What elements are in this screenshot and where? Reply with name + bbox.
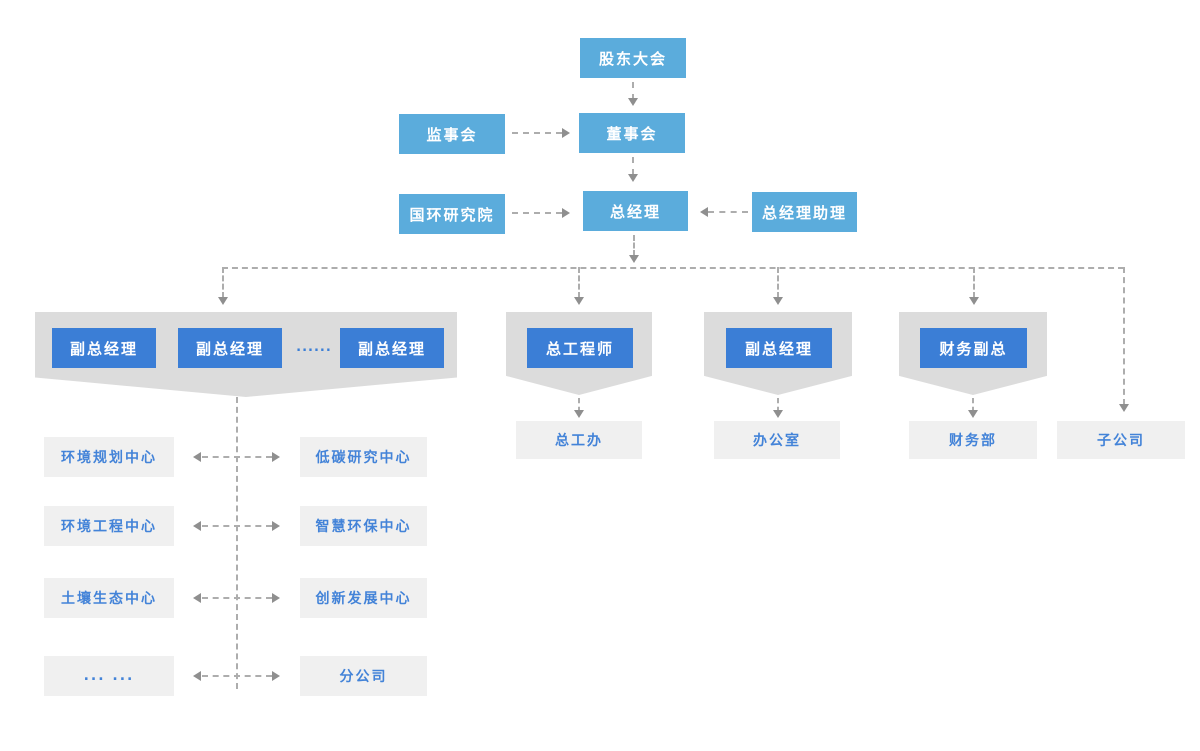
deputy-gm-ellipsis: ...... xyxy=(296,340,332,355)
node-supervisory-board: 监事会 xyxy=(399,114,505,154)
connector-finance-dept xyxy=(972,398,974,412)
arrow-down-icon xyxy=(969,297,979,305)
node-soil-ecology-center: 土壤生态中心 xyxy=(44,578,174,618)
connector-supervisory-board xyxy=(512,132,562,134)
connector-drop-chief-engineer xyxy=(578,267,580,298)
arrow-right-icon xyxy=(272,671,280,681)
arrow-down-icon xyxy=(968,410,978,418)
connector-board-gm xyxy=(632,157,634,175)
node-deputy-gm-1: 副总经理 xyxy=(52,328,156,368)
node-subsidiary: 子公司 xyxy=(1057,421,1185,459)
arrow-down-icon xyxy=(773,410,783,418)
node-finance-vp: 财务副总 xyxy=(920,328,1027,368)
connector-assistant-gm xyxy=(708,211,748,213)
arrow-down-icon xyxy=(574,297,584,305)
connector-drop-subsidiary xyxy=(1123,267,1125,405)
node-deputy-gm-2: 副总经理 xyxy=(178,328,282,368)
node-centers-ellipsis: ... ... xyxy=(44,656,174,696)
connector-centers-row-1 xyxy=(202,456,272,458)
node-chief-engineer-office: 总工办 xyxy=(516,421,642,459)
connector-ce-office xyxy=(578,398,580,412)
connector-gm-trunk xyxy=(633,235,635,256)
node-gm-assistant: 总经理助理 xyxy=(752,192,857,232)
node-general-manager: 总经理 xyxy=(583,191,688,231)
node-smart-env-center: 智慧环保中心 xyxy=(300,506,427,546)
arrow-down-icon xyxy=(218,297,228,305)
connector-drop-finance-vp xyxy=(973,267,975,298)
arrow-down-icon xyxy=(629,255,639,263)
node-deputy-gm-admin: 副总经理 xyxy=(726,328,832,368)
arrow-left-icon xyxy=(193,521,201,531)
arrow-right-icon xyxy=(562,128,570,138)
connector-shareholders-board xyxy=(632,82,634,100)
arrow-left-icon xyxy=(193,671,201,681)
node-research-institute: 国环研究院 xyxy=(399,194,505,234)
arrow-down-icon xyxy=(1119,404,1129,412)
connector-centers-spine xyxy=(236,397,238,689)
node-office: 办公室 xyxy=(714,421,840,459)
arrow-left-icon xyxy=(193,452,201,462)
arrow-left-icon xyxy=(700,207,708,217)
arrow-right-icon xyxy=(272,452,280,462)
node-chief-engineer: 总工程师 xyxy=(527,328,633,368)
node-env-planning-center: 环境规划中心 xyxy=(44,437,174,477)
node-branch-company: 分公司 xyxy=(300,656,427,696)
arrow-down-icon xyxy=(628,98,638,106)
node-low-carbon-center: 低碳研究中心 xyxy=(300,437,427,477)
node-shareholders-meeting: 股东大会 xyxy=(580,38,686,78)
node-board-of-directors: 董事会 xyxy=(579,113,685,153)
node-env-engineering-center: 环境工程中心 xyxy=(44,506,174,546)
node-finance-dept: 财务部 xyxy=(909,421,1037,459)
connector-drop-deputy-admin xyxy=(777,267,779,298)
node-innovation-center: 创新发展中心 xyxy=(300,578,427,618)
connector-centers-row-4 xyxy=(202,675,272,677)
node-deputy-gm-3: 副总经理 xyxy=(340,328,444,368)
arrow-down-icon xyxy=(773,297,783,305)
arrow-right-icon xyxy=(272,521,280,531)
connector-drop-deputy-group xyxy=(222,267,224,298)
connector-centers-row-2 xyxy=(202,525,272,527)
arrow-left-icon xyxy=(193,593,201,603)
arrow-right-icon xyxy=(272,593,280,603)
arrow-down-icon xyxy=(628,174,638,182)
connector-research-gm xyxy=(512,212,562,214)
connector-main-horizontal xyxy=(222,267,1124,269)
arrow-down-icon xyxy=(574,410,584,418)
connector-admin-office xyxy=(777,398,779,412)
arrow-right-icon xyxy=(562,208,570,218)
connector-centers-row-3 xyxy=(202,597,272,599)
